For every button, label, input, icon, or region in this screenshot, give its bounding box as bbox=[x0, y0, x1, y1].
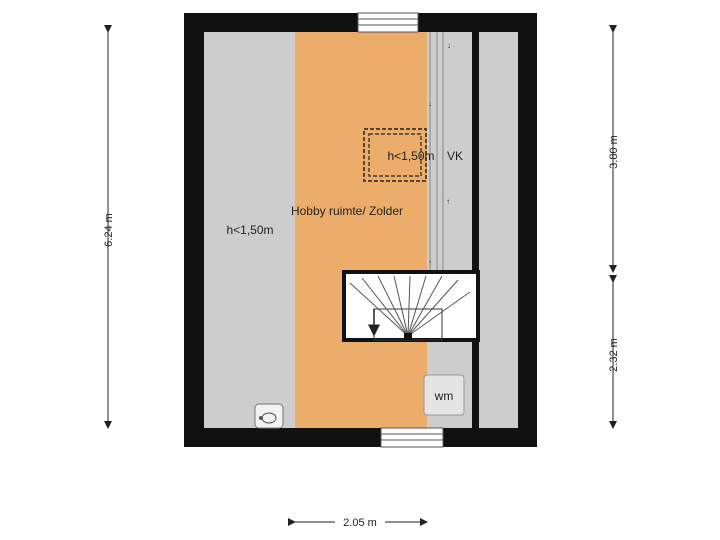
window-bottom bbox=[380, 427, 444, 448]
drain-fixture bbox=[254, 403, 284, 429]
dimension-height-lower: 2.32 m bbox=[608, 275, 620, 429]
washing-machine bbox=[423, 374, 465, 416]
svg-text:6.24 m: 6.24 m bbox=[103, 213, 115, 247]
main-floor-area bbox=[295, 32, 427, 428]
svg-text:2.32 m: 2.32 m bbox=[608, 338, 620, 372]
svg-text:2.05 m: 2.05 m bbox=[343, 517, 377, 529]
low-height-left-label: h<1,50m bbox=[226, 223, 273, 237]
low-ceiling-area-right bbox=[479, 32, 518, 428]
low-height-hatch-label: h<1,50m bbox=[387, 149, 434, 163]
staircase bbox=[342, 270, 480, 342]
svg-text:↓: ↓ bbox=[447, 41, 451, 50]
interior-wall bbox=[472, 32, 479, 428]
dimension-width: 2.05 m bbox=[288, 517, 428, 529]
low-ceiling-area-left bbox=[204, 32, 295, 428]
dimension-height-total: 6.24 m bbox=[103, 25, 115, 429]
wm-label: wm bbox=[434, 389, 454, 403]
roof-hatch bbox=[363, 128, 427, 182]
room-name-label: Hobby ruimte/ Zolder bbox=[291, 204, 403, 218]
svg-text:3.80 m: 3.80 m bbox=[608, 135, 620, 169]
svg-text:↑: ↑ bbox=[446, 197, 450, 206]
window-top bbox=[357, 12, 419, 33]
svg-text:↑: ↑ bbox=[428, 258, 432, 267]
svg-text:↓: ↓ bbox=[428, 99, 432, 108]
corridor-strip bbox=[427, 32, 472, 272]
dimension-height-upper: 3.80 m bbox=[608, 25, 620, 273]
vk-label: VK bbox=[447, 149, 463, 163]
